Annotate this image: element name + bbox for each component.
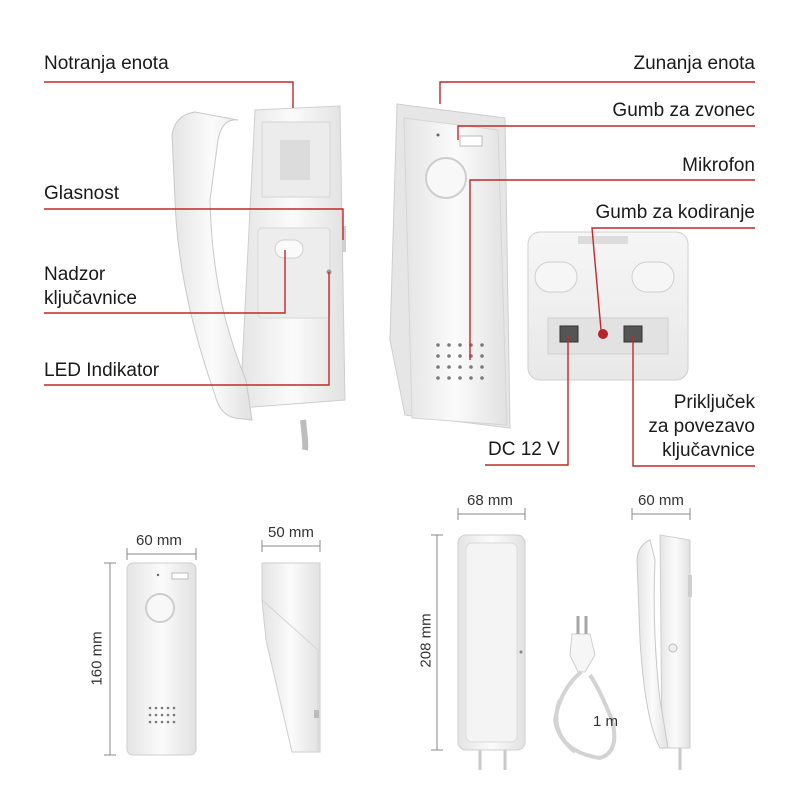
indoor-front-view (457, 534, 526, 770)
label-prikljucek-line3: ključavnice (662, 440, 755, 461)
label-dc-12v: DC 12 V (488, 439, 560, 460)
leader-led (44, 272, 330, 386)
leader-prikljucek (632, 336, 755, 467)
outdoor-back-panel (527, 231, 689, 381)
dim-outdoor-height: 160 mm (88, 631, 106, 686)
outdoor-unit (389, 103, 511, 429)
dim-cable-length: 1 m (593, 713, 619, 730)
leader-kodiranje (591, 227, 755, 331)
label-mikrofon: Mikrofon (682, 155, 755, 176)
label-glasnost: Glasnost (44, 183, 119, 204)
leader-mikrofon (469, 179, 755, 360)
label-prikljucek-line1: Priključek (673, 392, 755, 413)
leader-dc (485, 336, 569, 466)
leader-glasnost (44, 208, 344, 240)
label-nadzor-line2: ključavnice (44, 288, 137, 309)
leader-notranja (44, 81, 294, 108)
dim-outdoor-depth: 50 mm (268, 524, 314, 541)
dim-outdoor-width: 60 mm (136, 532, 182, 549)
label-led-indikator: LED Indikator (44, 360, 160, 381)
power-adapter (552, 616, 617, 761)
label-notranja-enota: Notranja enota (44, 53, 169, 74)
leader-nadzor (44, 250, 286, 314)
label-zunanja-enota: Zunanja enota (633, 53, 756, 74)
outdoor-front-view (126, 562, 197, 756)
indoor-handset (171, 111, 309, 451)
dim-indoor-width: 68 mm (467, 492, 513, 509)
leader-zunanja (439, 81, 755, 104)
dim-indoor-depth: 60 mm (638, 492, 684, 509)
indoor-unit (239, 105, 346, 409)
dim-indoor-height: 208 mm (417, 613, 435, 668)
outdoor-side-view (261, 562, 321, 753)
label-nadzor-line1: Nadzor (44, 264, 106, 285)
leader-zvonec (457, 125, 755, 140)
label-gumb-za-kodiranje: Gumb za kodiranje (595, 202, 755, 223)
indoor-side-view (636, 534, 692, 770)
label-prikljucek-line2: za povezavo (648, 416, 755, 437)
label-gumb-za-zvonec: Gumb za zvonec (612, 100, 755, 121)
leader-lines (44, 81, 755, 467)
dimension-lines (104, 508, 691, 756)
